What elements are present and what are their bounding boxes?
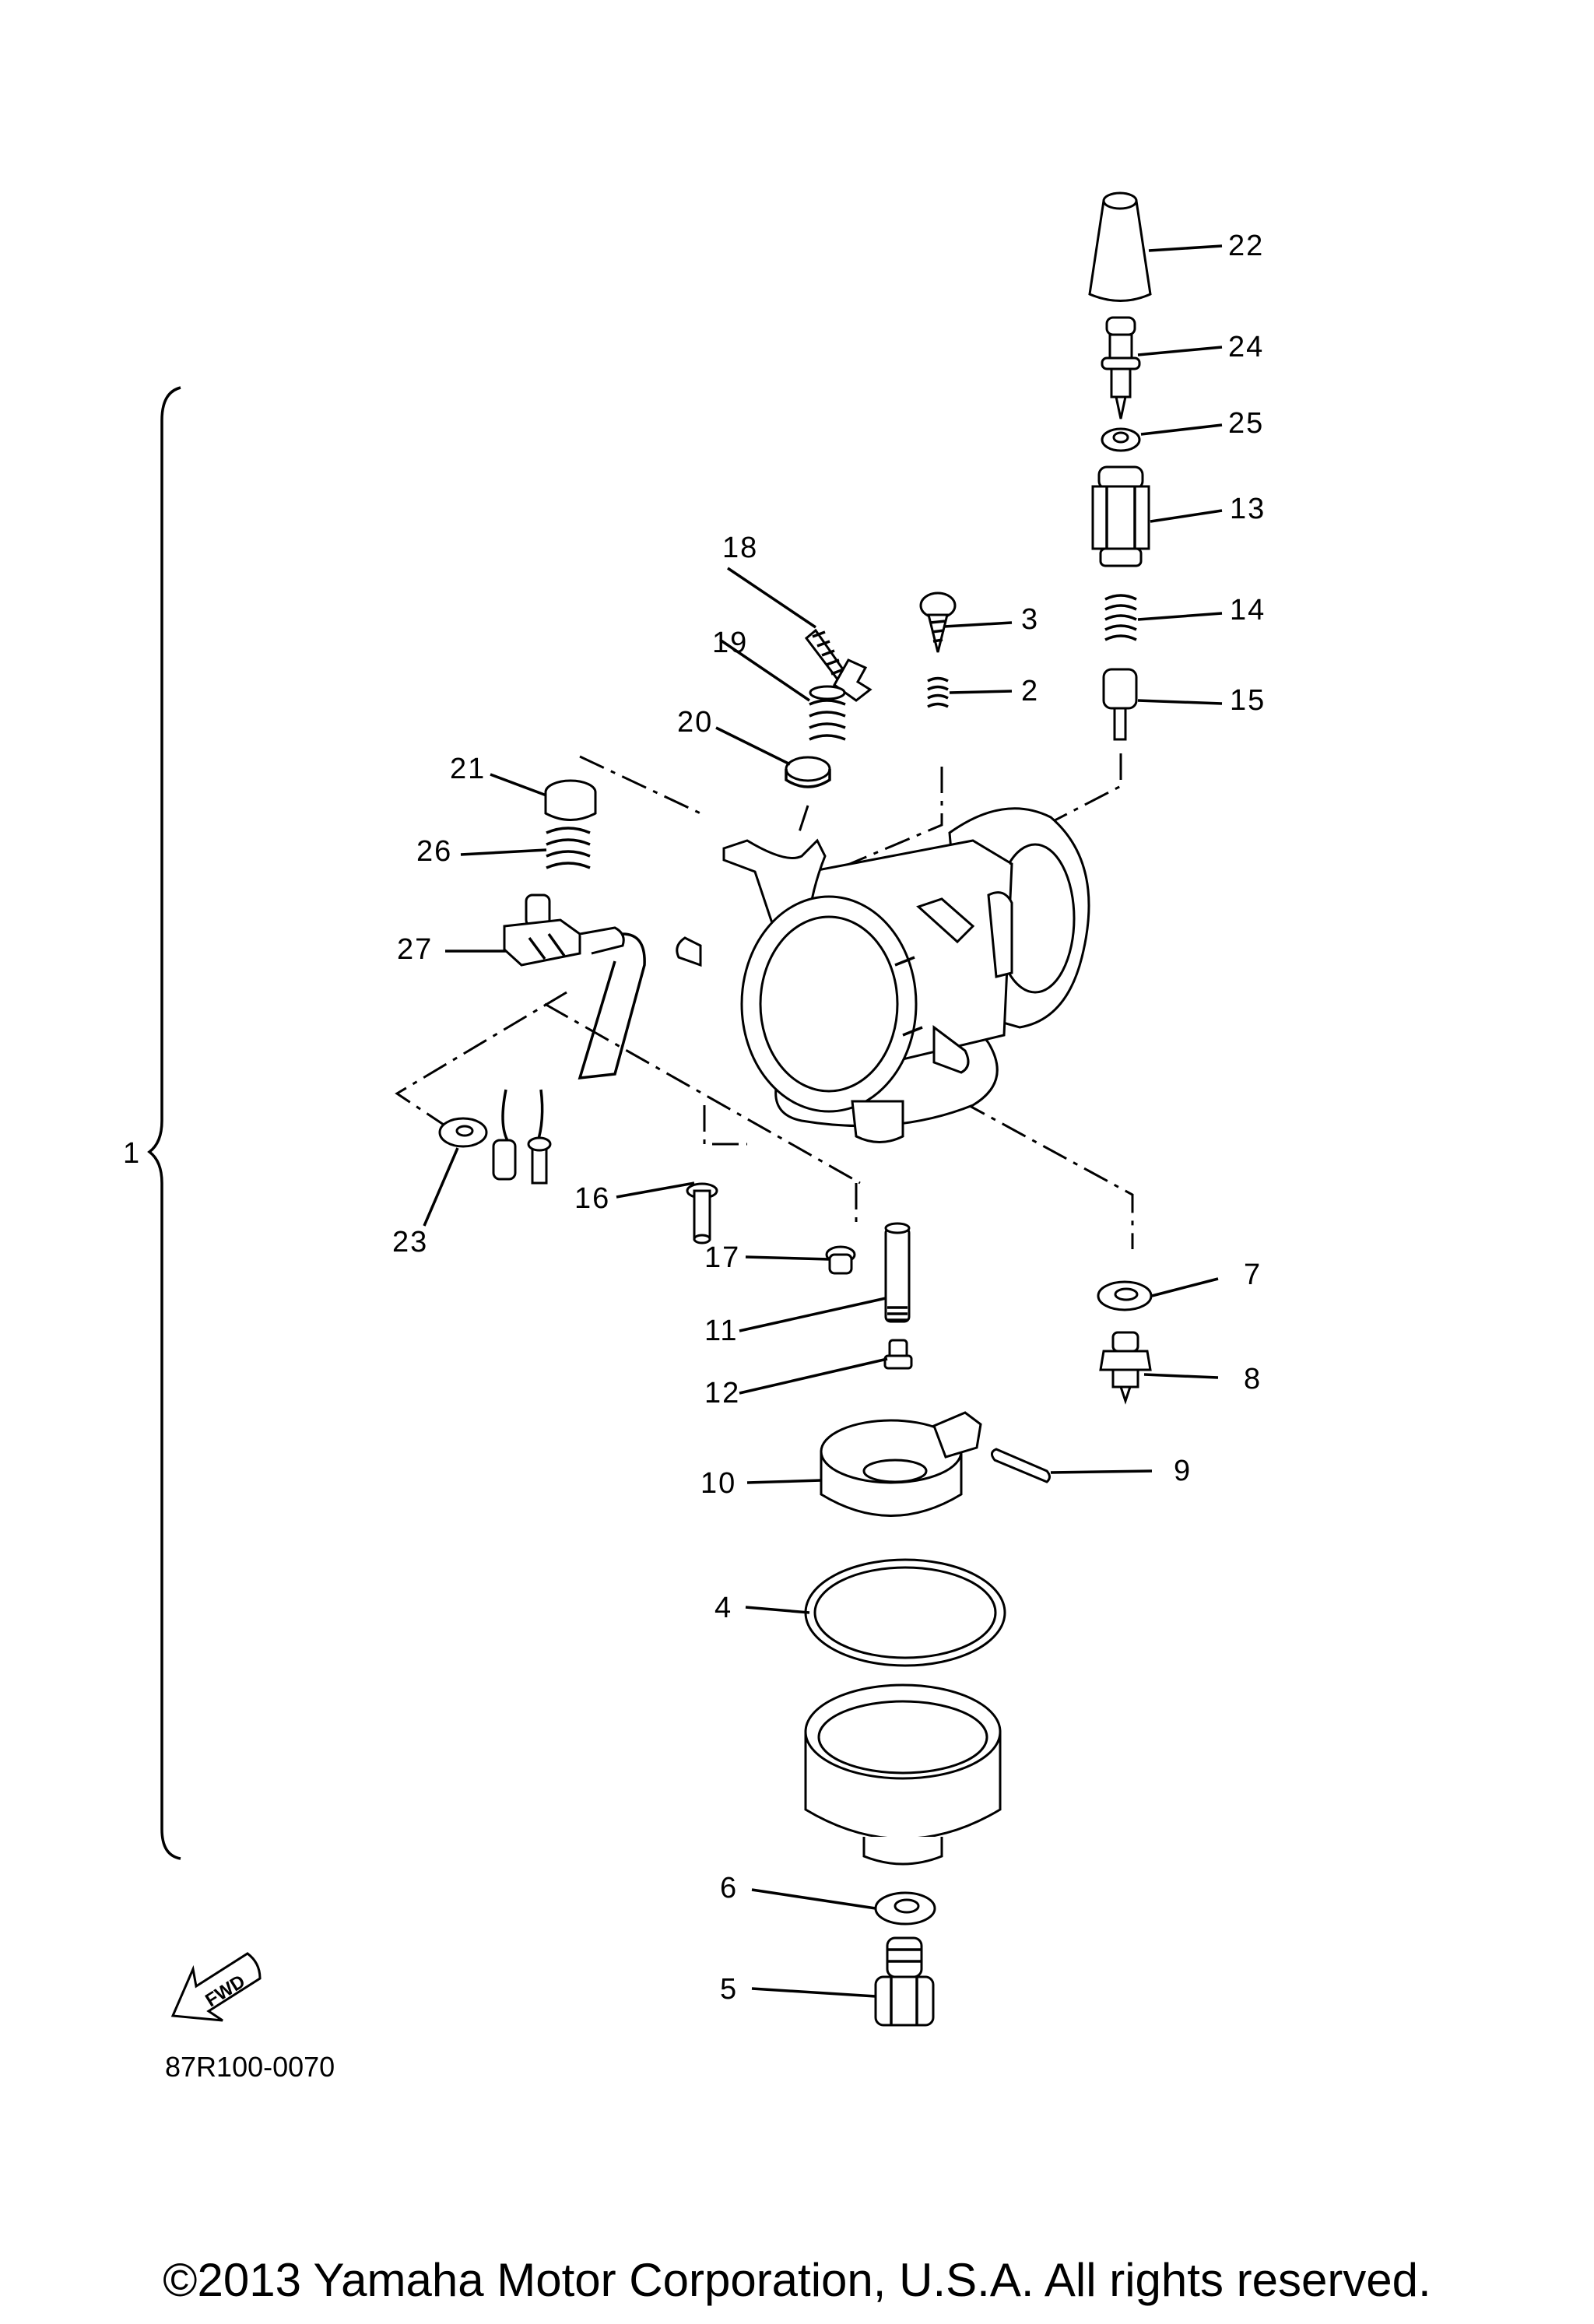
part-label-23: 23 [392,1226,428,1259]
part-label-1: 1 [123,1137,141,1170]
part-label-20: 20 [677,706,713,739]
part-label-14: 14 [1230,594,1266,627]
part-label-12: 12 [704,1377,740,1409]
part-label-16: 16 [574,1182,610,1215]
float-bowl [804,1683,1002,1866]
part-16-screw [686,1182,718,1244]
part-label-27: 27 [397,933,433,966]
part-9-pin [991,1448,1051,1483]
part-18-screw [804,628,872,702]
part-label-21: 21 [450,753,486,785]
part-26-spring [546,827,591,869]
part-label-18: 18 [722,532,758,564]
part-21-cap [544,779,597,821]
part-27-switch [492,893,646,1185]
copyright-notice: ©2013 Yamaha Motor Corporation, U.S.A. A… [163,2254,1431,2306]
part-19-spring [809,685,846,741]
part-label-3: 3 [1021,603,1039,636]
part-4-gasket [804,1558,1006,1667]
part-5-drain-plug [874,1936,935,2027]
part-6-washer [874,1891,936,1926]
part-label-22: 22 [1228,230,1264,262]
part-label-4: 4 [714,1592,732,1624]
part-3-screw [919,592,957,653]
part-20-washer [785,756,831,788]
part-7-washer [1097,1280,1153,1311]
part-label-19: 19 [712,627,748,659]
part-labels: 1 2 3 4 5 6 7 8 9 10 11 12 13 14 15 16 1… [123,230,1266,2006]
part-label-8: 8 [1244,1363,1262,1395]
part-13-body [1091,465,1150,567]
part-12-jet [883,1339,913,1370]
part-label-15: 15 [1230,684,1266,717]
part-24-needle [1101,316,1141,420]
part-10-float [820,1411,982,1517]
carburetor-body [676,807,1090,1143]
part-label-2: 2 [1021,675,1039,707]
part-label-6: 6 [720,1872,738,1904]
part-label-7: 7 [1244,1259,1262,1291]
part-15-plunger [1102,668,1138,741]
part-label-26: 26 [416,835,452,868]
part-label-5: 5 [720,1973,738,2006]
part-label-17: 17 [704,1241,740,1274]
part-14-spring [1104,594,1137,641]
part-label-24: 24 [1228,331,1264,363]
part-label-9: 9 [1174,1455,1192,1487]
part-2-spring [927,676,949,708]
part-17-screw [825,1245,856,1275]
part-8-valve [1099,1331,1152,1405]
fwd-arrow-icon: FWD [170,1952,262,2022]
part-label-13: 13 [1230,493,1266,525]
leader-lines [423,244,1223,1998]
assembly-bracket [147,386,181,1860]
part-11-nozzle [884,1222,911,1323]
part-label-25: 25 [1228,407,1264,440]
drawing-code: 87R100-0070 [165,2051,335,2083]
part-23-washer [438,1117,488,1148]
part-22-cap [1088,191,1152,302]
part-25-nut [1101,427,1141,452]
part-label-11: 11 [704,1315,738,1347]
part-label-10: 10 [700,1467,736,1500]
